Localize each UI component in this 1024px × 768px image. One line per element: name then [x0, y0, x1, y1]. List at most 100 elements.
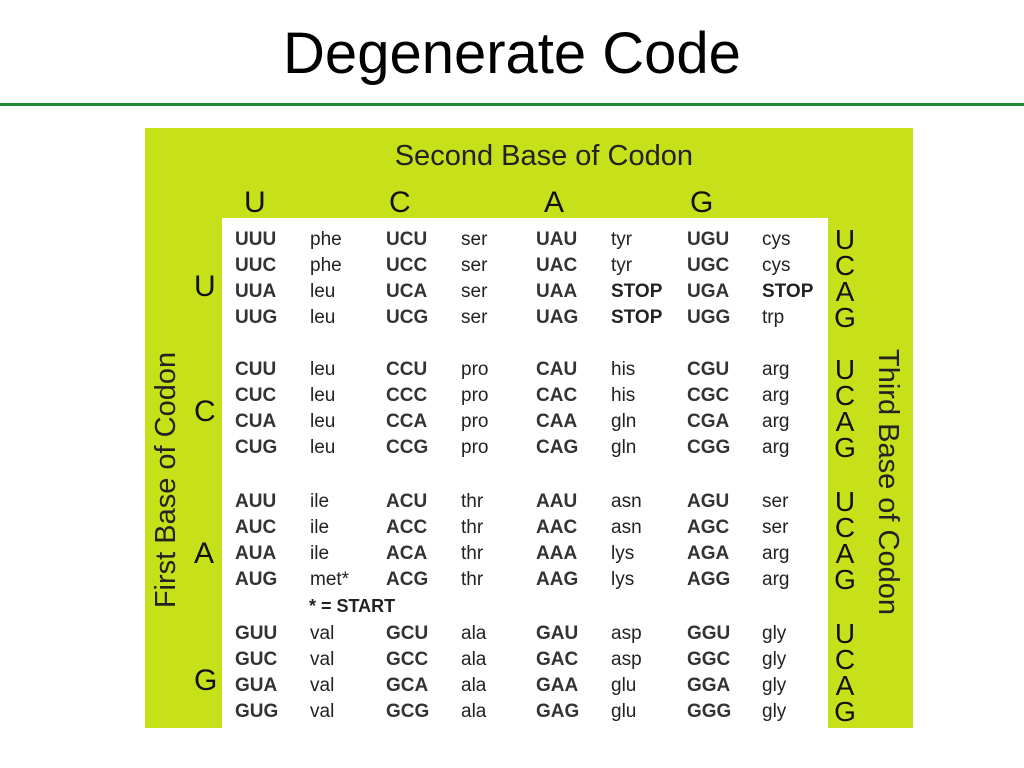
codon-cell: UAU — [536, 229, 578, 250]
amino-acid-cell: leu — [310, 281, 336, 302]
amino-acid-cell: glu — [611, 675, 637, 696]
codon-cell: GGA — [687, 675, 731, 696]
amino-acid-cell: val — [310, 701, 335, 722]
codon-cell: CUG — [235, 437, 278, 458]
amino-acid-cell: leu — [310, 437, 336, 458]
second-base-c: C — [389, 186, 411, 219]
amino-acid-cell: pro — [461, 437, 489, 458]
third-base-u-a: A — [835, 276, 855, 307]
amino-acid-cell: tyr — [611, 229, 633, 250]
amino-acid-cell: gln — [611, 437, 637, 458]
codon-cell: CGG — [687, 437, 731, 458]
amino-acid-cell: his — [611, 385, 636, 406]
amino-acid-cell: ile — [310, 517, 330, 538]
codon-cell: UGC — [687, 255, 730, 276]
first-base-u: U — [194, 270, 216, 303]
amino-acid-cell: thr — [461, 491, 484, 512]
codon-cell: GUC — [235, 649, 278, 670]
codon-cell: CGC — [687, 385, 730, 406]
codon-cell: AGU — [687, 491, 730, 512]
codon-cell: UGA — [687, 281, 730, 302]
start-note: * = START — [309, 596, 396, 616]
first-base-a: A — [194, 537, 215, 570]
codon-cell: AAG — [536, 569, 579, 590]
codon-cell: CAU — [536, 359, 578, 380]
amino-acid-cell: ser — [461, 281, 488, 302]
third-base-label: Third Base of Codon — [872, 349, 904, 615]
amino-acid-cell: STOP — [762, 281, 814, 302]
amino-acid-cell: phe — [310, 229, 342, 250]
codon-cell: GUA — [235, 675, 278, 696]
third-base-a-c: C — [834, 512, 856, 543]
amino-acid-cell: ser — [762, 517, 789, 538]
third-base-g-u: U — [834, 618, 856, 649]
amino-acid-cell: leu — [310, 411, 336, 432]
codon-cell: ACG — [386, 569, 429, 590]
codon-cell: AGC — [687, 517, 730, 538]
codon-cell: AAU — [536, 491, 578, 512]
second-base-label: Second Base of Codon — [394, 140, 693, 172]
amino-acid-cell: ser — [461, 255, 488, 276]
codon-cell: UAG — [536, 307, 579, 328]
codon-cell: GAG — [536, 701, 580, 722]
codon-cell: GCG — [386, 701, 430, 722]
amino-acid-cell: pro — [461, 359, 489, 380]
amino-acid-cell: trp — [762, 307, 785, 328]
amino-acid-cell: ala — [461, 623, 487, 644]
third-base-a-a: A — [835, 538, 855, 569]
codon-cell: CCC — [386, 385, 428, 406]
third-base-u-c: C — [834, 250, 856, 281]
amino-acid-cell: glu — [611, 701, 637, 722]
title-divider — [0, 103, 1024, 106]
amino-acid-cell: cys — [762, 255, 791, 276]
third-base-c-g: G — [834, 432, 856, 463]
codon-cell: CAA — [536, 411, 578, 432]
amino-acid-cell: gly — [762, 675, 787, 696]
amino-acid-cell: ala — [461, 649, 487, 670]
codon-grid — [222, 218, 828, 728]
amino-acid-cell: ile — [310, 543, 330, 564]
codon-cell: UAA — [536, 281, 578, 302]
amino-acid-cell: pro — [461, 385, 489, 406]
amino-acid-cell: lys — [611, 543, 635, 564]
codon-cell: UCU — [386, 229, 428, 250]
amino-acid-cell: thr — [461, 569, 484, 590]
amino-acid-cell: arg — [762, 569, 790, 590]
amino-acid-cell: STOP — [611, 307, 663, 328]
codon-cell: GGG — [687, 701, 732, 722]
amino-acid-cell: gly — [762, 701, 787, 722]
amino-acid-cell: phe — [310, 255, 342, 276]
codon-cell: GUG — [235, 701, 279, 722]
codon-cell: UCA — [386, 281, 428, 302]
amino-acid-cell: ser — [461, 229, 488, 250]
third-base-u-g: G — [834, 302, 856, 333]
third-base-c-a: A — [835, 406, 855, 437]
amino-acid-cell: leu — [310, 385, 336, 406]
first-base-c: C — [194, 395, 216, 428]
second-base-a: A — [544, 186, 565, 219]
amino-acid-cell: lys — [611, 569, 635, 590]
third-base-g-c: C — [834, 644, 856, 675]
amino-acid-cell: val — [310, 649, 335, 670]
second-base-g: G — [690, 186, 714, 219]
codon-cell: GUU — [235, 623, 278, 644]
amino-acid-cell: ser — [762, 491, 789, 512]
codon-cell: AAC — [536, 517, 578, 538]
first-base-g: G — [194, 664, 218, 697]
amino-acid-cell: met* — [310, 569, 350, 590]
amino-acid-cell: arg — [762, 543, 790, 564]
codon-cell: UCG — [386, 307, 429, 328]
amino-acid-cell: ala — [461, 675, 487, 696]
codon-cell: AUC — [235, 517, 277, 538]
codon-cell: UGU — [687, 229, 730, 250]
codon-cell: CAC — [536, 385, 578, 406]
amino-acid-cell: asp — [611, 649, 642, 670]
codon-cell: CUC — [235, 385, 277, 406]
codon-cell: AGA — [687, 543, 730, 564]
codon-cell: UAC — [536, 255, 578, 276]
codon-cell: AUU — [235, 491, 277, 512]
amino-acid-cell: val — [310, 623, 335, 644]
codon-cell: CGU — [687, 359, 730, 380]
third-base-c-u: U — [834, 354, 856, 385]
amino-acid-cell: tyr — [611, 255, 633, 276]
